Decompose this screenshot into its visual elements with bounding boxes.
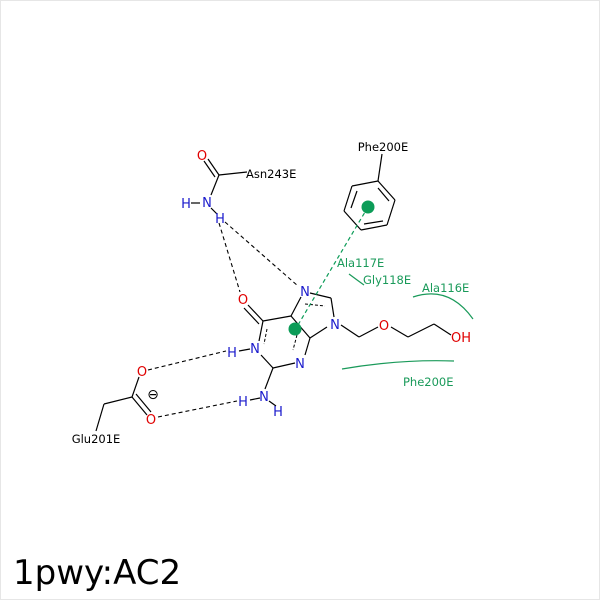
bond: [358, 326, 379, 338]
atom-h-asn1: H: [181, 197, 191, 212]
atom-n7: N: [300, 285, 310, 300]
bond: [135, 393, 152, 413]
aromatic-dashes: [263, 303, 326, 351]
residue-glu201: Glu201E: [72, 432, 121, 446]
bond: [343, 185, 353, 212]
atom-labels: O N H H N O N N H N N H H O OH O O ⊖: [137, 149, 471, 428]
atom-n1: N: [250, 342, 260, 357]
atom-n9: N: [330, 318, 340, 333]
atom-n3: N: [295, 357, 305, 372]
charge-minus-icon: ⊖: [147, 387, 159, 403]
atom-h-asn2: H: [215, 212, 225, 227]
residue-gly118: Gly118E: [363, 273, 411, 287]
atom-h-n2a: H: [238, 395, 248, 410]
bond: [95, 403, 105, 432]
bond: [292, 334, 298, 351]
bond: [309, 326, 328, 339]
bond: [203, 160, 216, 178]
bond: [260, 354, 274, 369]
bond: [390, 326, 409, 338]
bond: [343, 210, 362, 231]
bond: [407, 323, 435, 338]
pi-center-phe: [361, 200, 375, 214]
hydrophobic-arcs: [341, 273, 474, 370]
structure-caption: 1pwy:AC2: [13, 553, 182, 593]
atom-o-asn: O: [197, 149, 207, 164]
glu201-fragment: [95, 376, 152, 432]
bond: [272, 362, 296, 369]
bond: [304, 303, 326, 307]
bond: [249, 397, 261, 401]
phe200-ring: [343, 153, 396, 231]
residue-ala116: Ala116E: [422, 281, 469, 295]
bond: [340, 324, 360, 338]
bond: [131, 376, 140, 398]
bond: [386, 199, 396, 226]
bond: [433, 323, 452, 336]
hbond-glu-n1: [147, 350, 227, 371]
pi-stacking-line: [294, 206, 369, 331]
bond: [218, 171, 248, 176]
atom-n-asn: N: [202, 196, 212, 211]
hbond-asn-n7: [224, 221, 299, 287]
bond: [377, 153, 383, 182]
hbond-glu-n2: [157, 400, 238, 418]
hydrogen-bonds: [147, 221, 299, 418]
bond: [351, 180, 379, 187]
bond: [243, 307, 260, 325]
bond: [268, 400, 277, 407]
arc-ala116: [412, 293, 474, 320]
atom-o6: O: [238, 293, 248, 308]
bond: [103, 396, 133, 405]
bond: [207, 158, 220, 176]
bond: [262, 315, 292, 322]
atom-o-ether: O: [379, 319, 389, 334]
bond: [377, 180, 396, 201]
bond: [238, 348, 251, 352]
residue-phe200-bottom: Phe200E: [403, 375, 454, 389]
atom-h-n2b: H: [273, 405, 283, 420]
bond: [258, 320, 264, 342]
atom-oh: OH: [451, 331, 471, 346]
residue-labels: Phe200E Asn243E Ala117E Gly118E Ala116E …: [72, 140, 470, 446]
pi-center-ligand: [288, 322, 302, 336]
residue-phe200-top: Phe200E: [358, 140, 409, 154]
bond: [330, 297, 335, 318]
bond: [350, 190, 358, 209]
bond: [360, 224, 388, 231]
arc-gly118: [348, 273, 365, 286]
bond: [377, 187, 390, 202]
residue-ala117: Ala117E: [337, 256, 384, 270]
bond: [131, 396, 148, 416]
bond: [210, 174, 220, 196]
bond: [304, 337, 311, 356]
residue-asn243: Asn243E: [246, 167, 296, 181]
hbond-asn-o6: [218, 222, 241, 293]
atom-o-glu1: O: [137, 365, 147, 380]
bond: [263, 328, 268, 345]
bond: [264, 367, 274, 390]
ligand-bonds: [238, 292, 452, 407]
atom-n2: N: [259, 390, 269, 405]
bond: [363, 220, 384, 225]
bond: [247, 304, 264, 322]
arc-phe200-bottom: [341, 360, 455, 370]
asn243-fragment: [191, 158, 248, 215]
bond: [309, 292, 332, 299]
atom-h-n1: H: [227, 346, 237, 361]
atom-o-glu2: O: [146, 413, 156, 428]
bond: [210, 207, 218, 215]
bond: [290, 296, 302, 317]
